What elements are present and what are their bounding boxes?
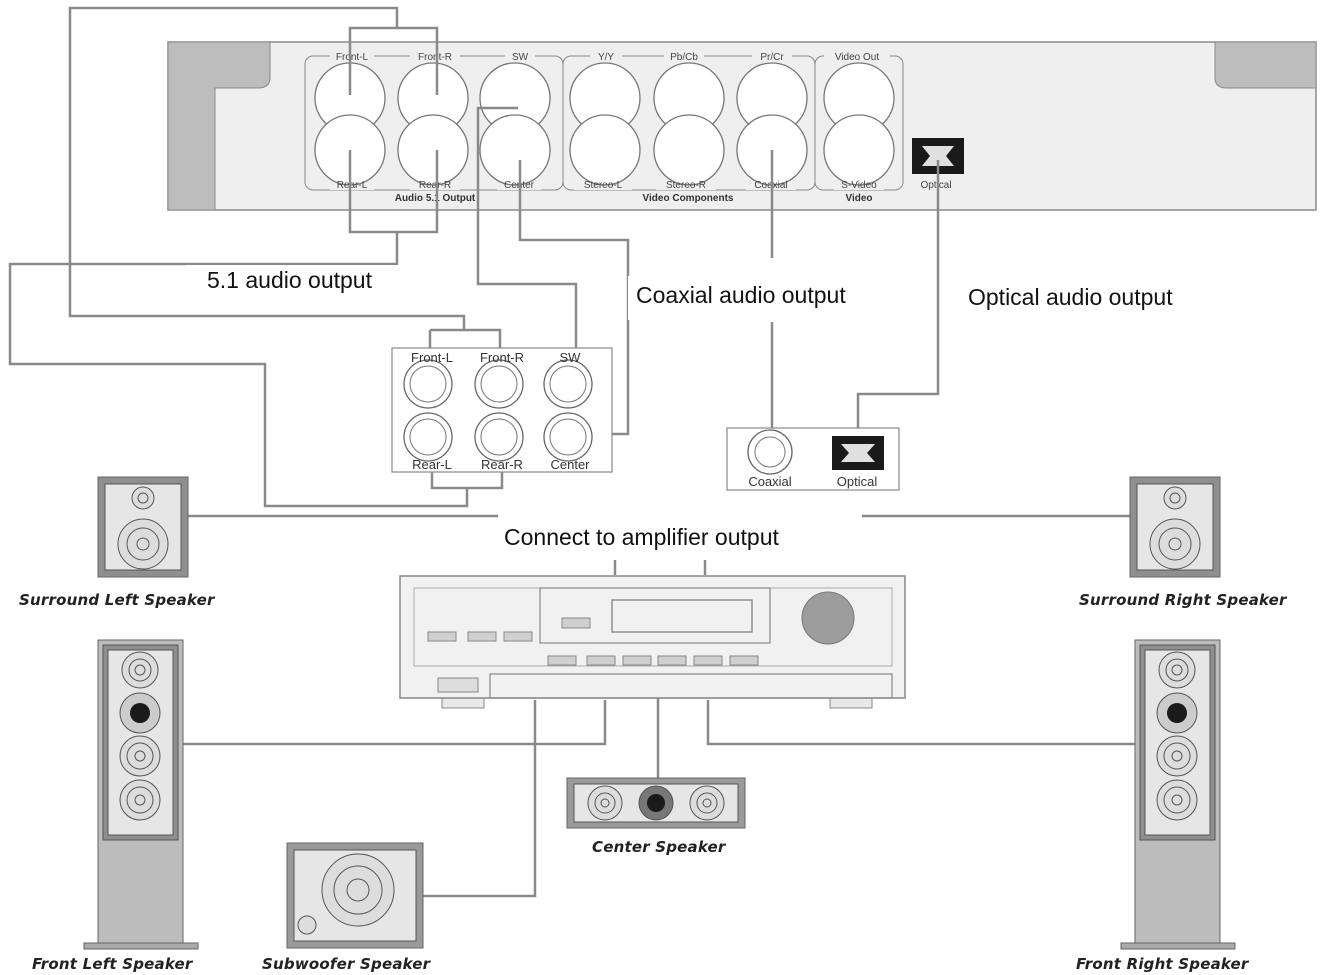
panel-label-front-r: Front-R (418, 52, 452, 63)
amp-51-input-box (391, 347, 613, 473)
panel-label-pr: Pr/Cr (760, 52, 784, 63)
panel-label-rear-r: Rear-R (419, 180, 451, 191)
panel-label-stereo-r: Stereo-R (666, 180, 706, 191)
panel-label-video-out: Video Out (835, 52, 880, 63)
panel-label-optical: Optical (920, 180, 951, 191)
panel-label-sw: SW (512, 52, 529, 63)
panel-label-rear-l: Rear-L (337, 180, 368, 191)
amp51-label-front-r: Front-R (480, 350, 524, 365)
amp51-label-rear-l: Rear-L (412, 457, 452, 472)
callout-51-audio-output: 5.1 audio output (187, 265, 436, 295)
subwoofer-speaker-icon (286, 842, 424, 949)
callout-connect-to-amplifier-output: Connect to amplifier output (498, 520, 864, 560)
surround-right-speaker-icon (1129, 476, 1221, 578)
label-surround-right-speaker: Surround Right Speaker (1079, 591, 1287, 609)
label-front-right-speaker: Front Right Speaker (1076, 955, 1249, 973)
amp-digital-label-coaxial: Coaxial (748, 474, 791, 489)
label-front-left-speaker: Front Left Speaker (32, 955, 193, 973)
panel-label-s-video: S-Video (841, 180, 877, 191)
amp51-label-front-l: Front-L (411, 350, 453, 365)
amplifier-unit (399, 575, 906, 709)
panel-label-front-l: Front-L (336, 52, 369, 63)
panel-group-audio: Audio 5.1 Output (395, 193, 476, 204)
amp51-label-sw: SW (560, 350, 582, 365)
label-subwoofer-speaker: Subwoofer Speaker (262, 955, 431, 973)
callout-coaxial-audio-output: Coaxial audio output (628, 276, 912, 320)
callout-optical-audio-output: Optical audio output (962, 282, 1236, 324)
panel-label-pb: Pb/Cb (670, 52, 698, 63)
amp-digital-input-box (726, 427, 900, 491)
panel-group-video: Video (845, 193, 872, 204)
label-center-speaker: Center Speaker (592, 838, 726, 856)
amp51-label-center: Center (550, 457, 590, 472)
panel-label-y: Y/Y (598, 52, 614, 63)
label-surround-left-speaker: Surround Left Speaker (19, 591, 215, 609)
panel-group-video-components: Video Components (643, 193, 734, 204)
center-speaker-icon (566, 777, 746, 829)
front-left-speaker-icon (83, 639, 199, 950)
amp51-label-rear-r: Rear-R (481, 457, 523, 472)
player-back-panel (167, 41, 1317, 211)
surround-left-speaker-icon (97, 476, 189, 578)
panel-label-stereo-l: Stereo-L (584, 180, 623, 191)
front-right-speaker-icon (1120, 639, 1236, 950)
wires (8, 6, 1135, 898)
amp-digital-label-optical: Optical (837, 474, 878, 489)
